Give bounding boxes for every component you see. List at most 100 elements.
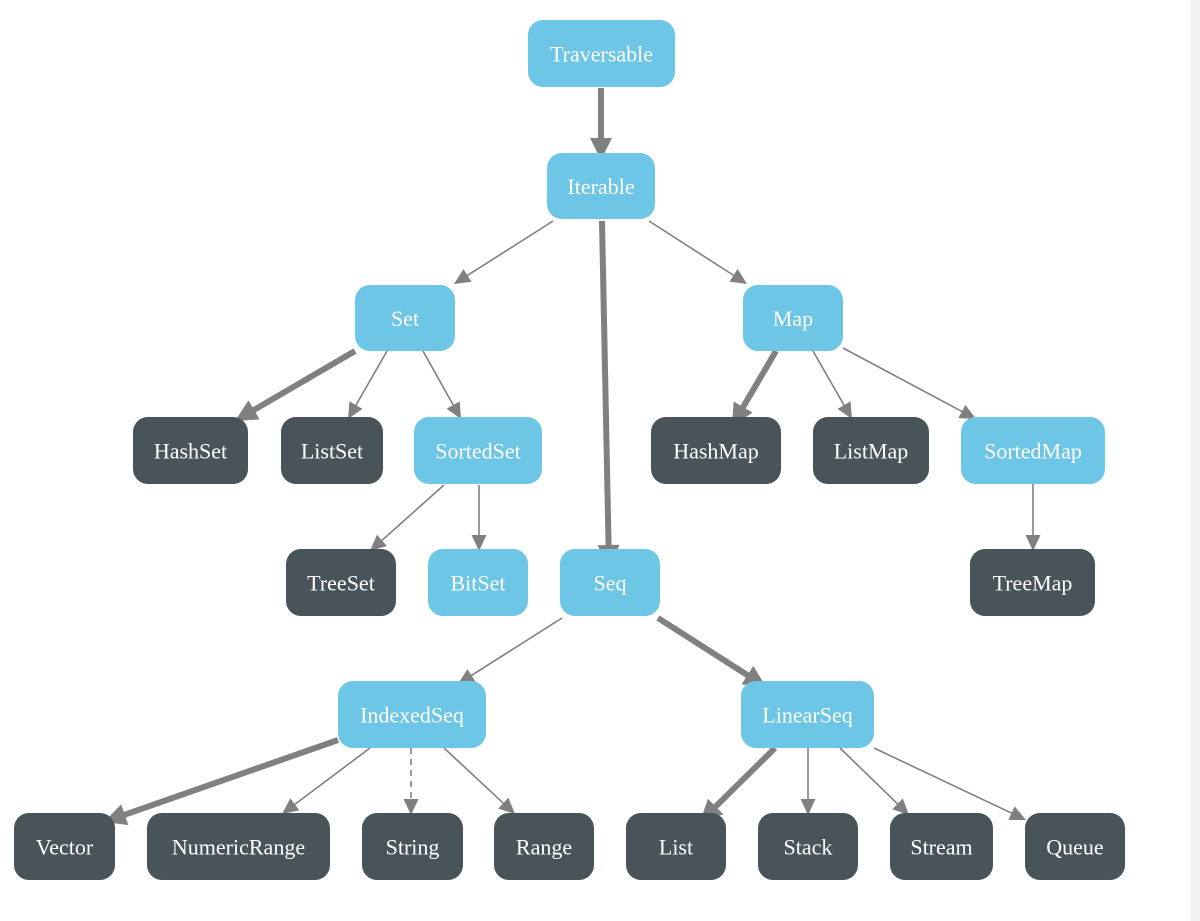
node-label: SortedMap bbox=[984, 439, 1082, 464]
edge-traversable-iterable bbox=[590, 88, 612, 160]
arrowhead bbox=[498, 797, 515, 814]
node-box bbox=[133, 417, 248, 484]
node-label: Set bbox=[391, 306, 419, 331]
arrowhead bbox=[837, 401, 852, 419]
node-box bbox=[14, 813, 115, 880]
edge-iterable-seq bbox=[597, 220, 620, 567]
arrowhead bbox=[471, 535, 487, 551]
node-label: HashMap bbox=[673, 439, 759, 464]
arrowhead bbox=[1008, 806, 1026, 820]
node-label: LinearSeq bbox=[762, 703, 852, 728]
arrowhead bbox=[235, 400, 260, 421]
node-set: Set bbox=[355, 285, 455, 351]
node-box bbox=[147, 813, 330, 880]
node-treemap: TreeMap bbox=[970, 549, 1095, 616]
node-label: SortedSet bbox=[435, 439, 521, 464]
node-label: Stream bbox=[910, 835, 972, 860]
node-label: NumericRange bbox=[172, 835, 305, 860]
node-queue: Queue bbox=[1025, 813, 1125, 880]
edge-seq-linearseq bbox=[656, 615, 766, 687]
node-listmap: ListMap bbox=[813, 417, 929, 484]
node-string: String bbox=[362, 813, 463, 880]
arrowhead bbox=[729, 269, 747, 284]
arrowhead bbox=[800, 799, 816, 815]
node-list: List bbox=[626, 813, 726, 880]
node-label: Map bbox=[773, 306, 813, 331]
node-label: ListMap bbox=[834, 439, 909, 464]
edge-set-listset bbox=[348, 350, 388, 419]
node-label: List bbox=[659, 835, 693, 860]
node-box bbox=[286, 549, 396, 616]
edge-indexedseq-numericrange bbox=[282, 747, 371, 814]
node-vector: Vector bbox=[14, 813, 115, 880]
arrowhead bbox=[958, 404, 976, 419]
node-label: TreeMap bbox=[993, 571, 1073, 596]
node-label: ListSet bbox=[301, 439, 363, 464]
edge-line bbox=[740, 349, 779, 410]
arrowhead bbox=[1025, 535, 1041, 551]
edge-linearseq-stream bbox=[839, 747, 909, 815]
node-label: Vector bbox=[36, 835, 94, 860]
node-box bbox=[743, 285, 843, 351]
edge-line bbox=[122, 737, 339, 818]
edge-line bbox=[354, 350, 388, 407]
arrowhead bbox=[370, 534, 387, 551]
node-box bbox=[494, 813, 594, 880]
edge-line bbox=[380, 484, 445, 542]
node-range: Range bbox=[494, 813, 594, 880]
node-label: HashSet bbox=[154, 439, 227, 464]
node-hashset: HashSet bbox=[133, 417, 248, 484]
edge-line bbox=[648, 220, 735, 277]
node-stack: Stack bbox=[758, 813, 858, 880]
edge-line bbox=[470, 617, 563, 677]
arrowhead bbox=[590, 138, 612, 160]
node-numericrange: NumericRange bbox=[147, 813, 330, 880]
node-box bbox=[338, 681, 486, 748]
node-box bbox=[560, 549, 660, 616]
node-label: BitSet bbox=[450, 571, 505, 596]
node-box bbox=[961, 417, 1105, 484]
node-box bbox=[362, 813, 463, 880]
node-listset: ListSet bbox=[281, 417, 383, 484]
edge-indexedseq-vector bbox=[104, 737, 339, 826]
edge-line bbox=[466, 220, 554, 277]
node-label: Range bbox=[516, 835, 572, 860]
edge-linearseq-queue bbox=[873, 747, 1026, 820]
edge-line bbox=[422, 350, 455, 407]
edge-indexedseq-range bbox=[443, 747, 515, 814]
node-box bbox=[890, 813, 993, 880]
node-label: Stack bbox=[784, 835, 833, 860]
edge-iterable-map bbox=[648, 220, 747, 284]
node-box bbox=[741, 681, 874, 748]
node-seq: Seq bbox=[560, 549, 660, 616]
node-box bbox=[1025, 813, 1125, 880]
edge-line bbox=[839, 747, 899, 806]
edge-line bbox=[599, 220, 612, 547]
node-box bbox=[547, 153, 655, 219]
node-box bbox=[528, 20, 675, 87]
node-label: Queue bbox=[1046, 835, 1103, 860]
node-label: Traversable bbox=[550, 42, 653, 67]
edge-sortedset-treeset bbox=[370, 484, 445, 551]
node-sortedset: SortedSet bbox=[414, 417, 542, 484]
edge-set-sortedset bbox=[422, 350, 461, 419]
arrowhead bbox=[282, 798, 300, 814]
node-indexedseq: IndexedSeq bbox=[338, 681, 486, 748]
node-iterable: Iterable bbox=[547, 153, 655, 219]
scrollbar-track[interactable] bbox=[1190, 0, 1200, 921]
edge-line bbox=[812, 350, 846, 407]
node-label: TreeSet bbox=[307, 571, 375, 596]
node-box bbox=[758, 813, 858, 880]
edge-line bbox=[656, 615, 750, 679]
edge-line bbox=[712, 745, 778, 810]
edge-line bbox=[443, 747, 505, 805]
edge-linearseq-list bbox=[700, 745, 778, 822]
node-sortedmap: SortedMap bbox=[961, 417, 1105, 484]
arrowhead bbox=[458, 669, 476, 684]
node-box bbox=[414, 417, 542, 484]
edge-line bbox=[251, 348, 357, 414]
edge-indexedseq-string bbox=[403, 748, 419, 815]
